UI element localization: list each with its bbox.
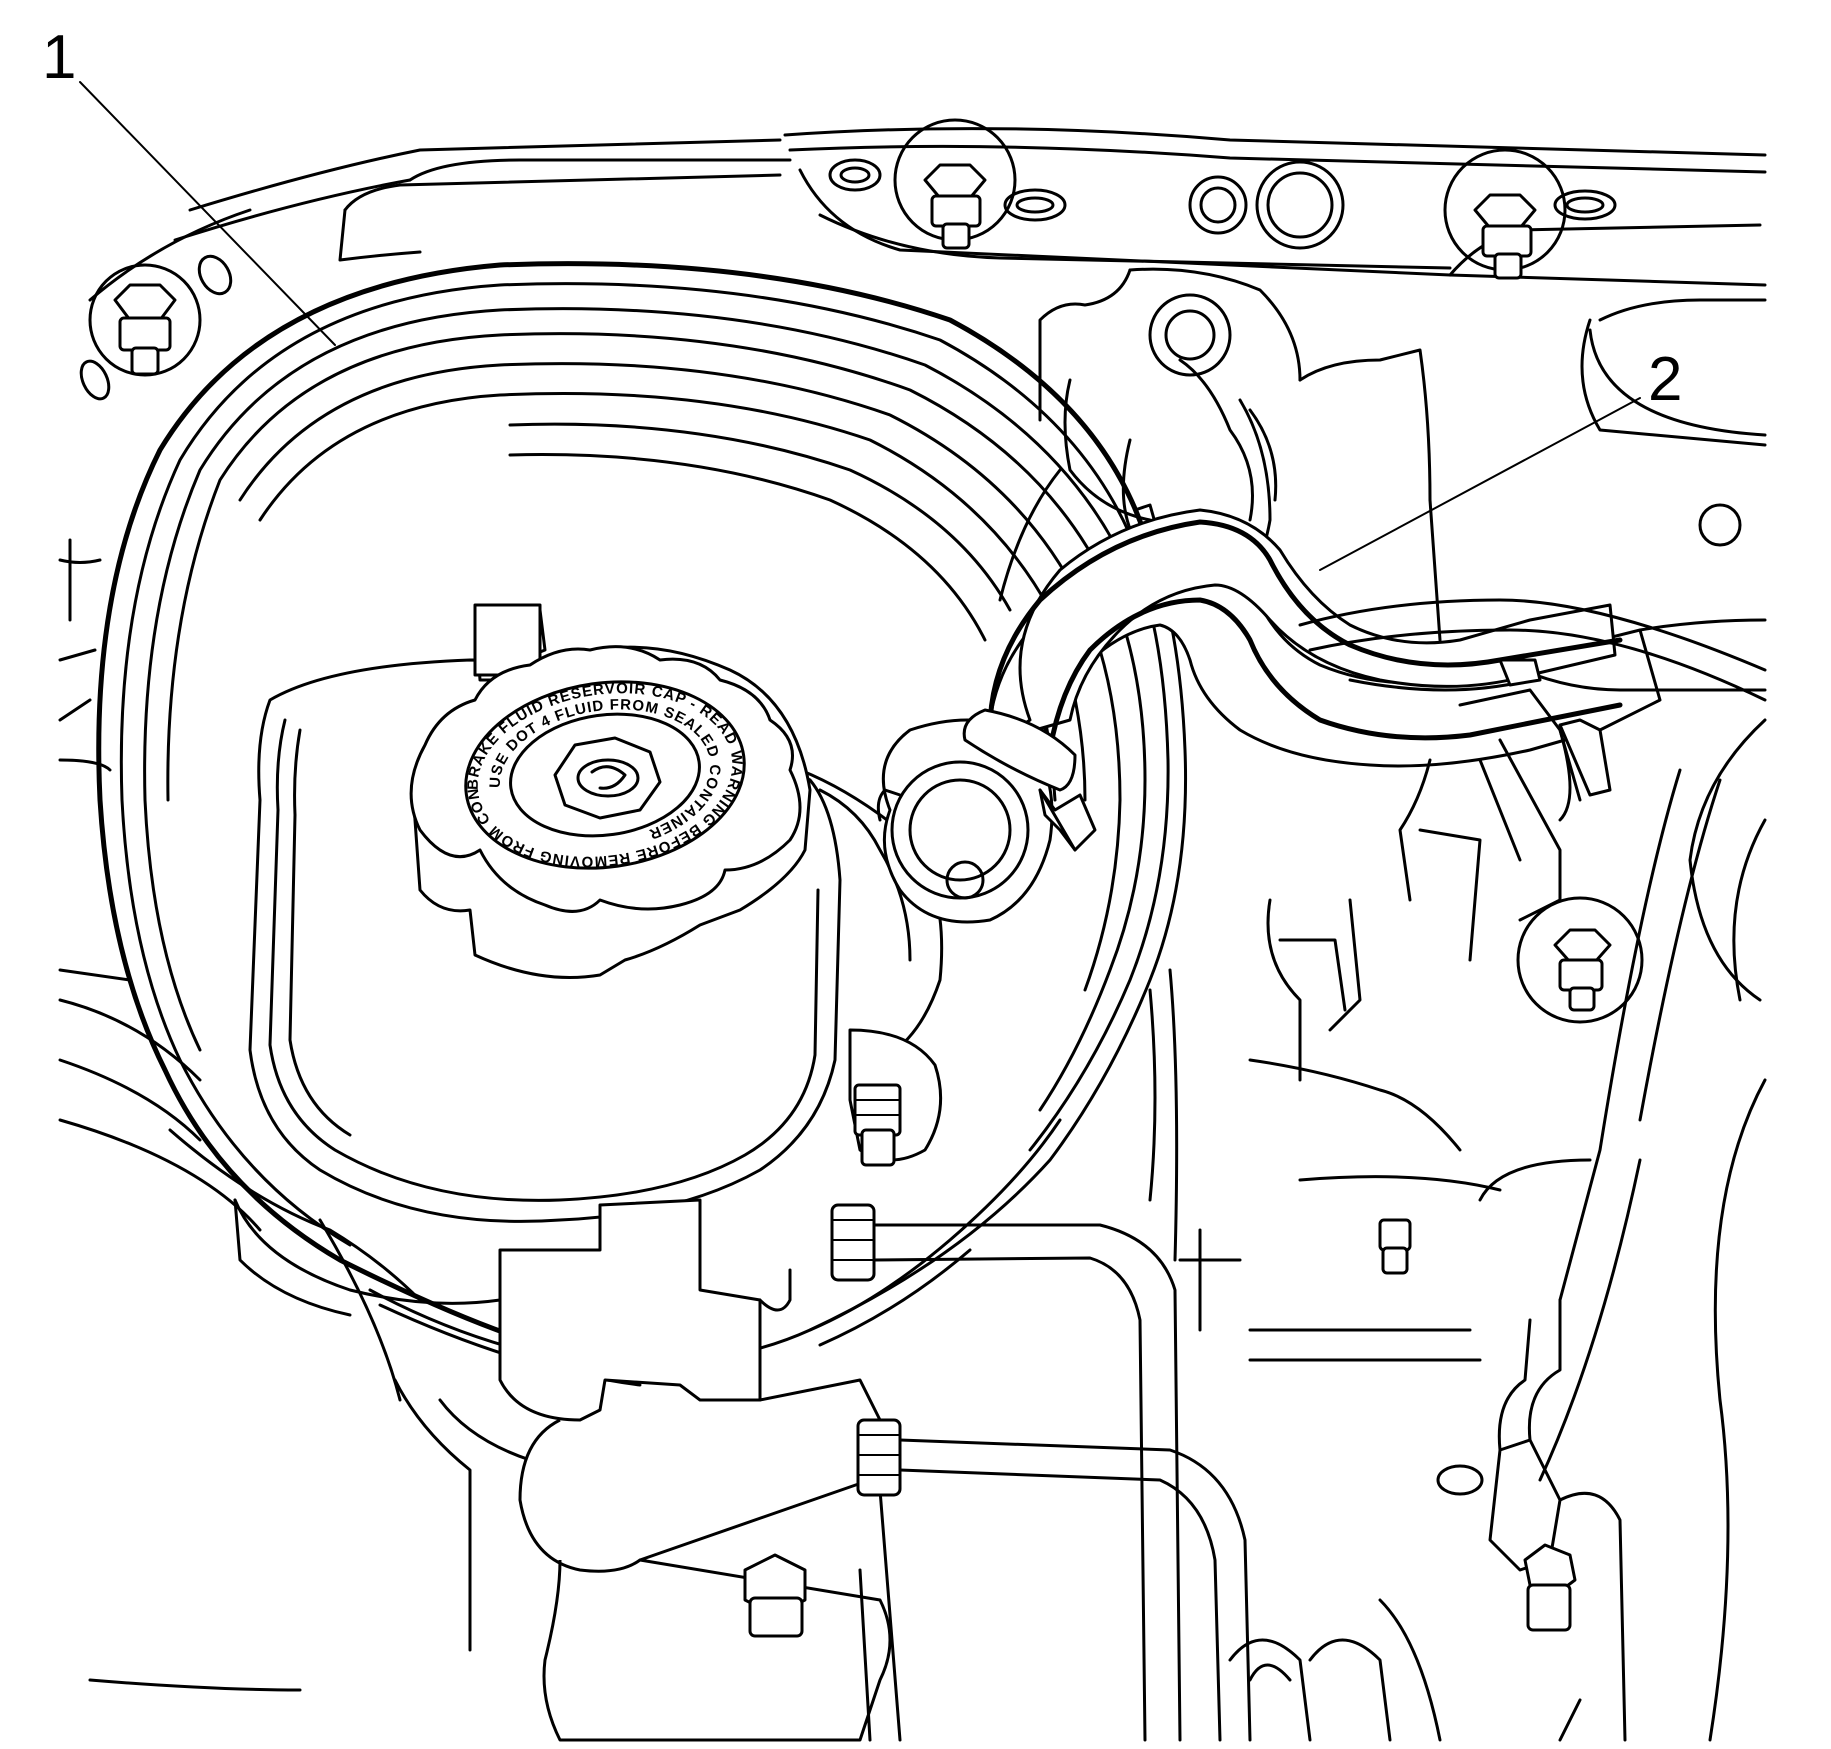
callout-1-label: 1 [42,23,76,92]
bolt-top-right [1443,148,1567,280]
bolt-lower-right [1378,1218,1412,1275]
brake-line-fitting-upper [830,1203,876,1282]
callout-2-leader [1319,397,1641,571]
callout-1-leader [79,81,336,346]
brake-booster [96,261,1188,1387]
callout-2-label: 2 [1648,345,1682,414]
vacuum-brake-booster-hose [962,508,1767,1082]
bolt-top-left [88,263,202,377]
master-cylinder [498,1028,1392,1742]
bracket-lower-right [1436,1298,1627,1742]
bolt-top-center [893,118,1017,250]
callouts: 1 2 [42,23,1682,571]
right-side-hardware [1178,718,1767,1742]
brake-line-fitting-lower [856,1418,902,1497]
mounting-bolts [88,118,1567,377]
hose-retaining-clip [1458,658,1612,822]
firewall-panel [58,127,1767,1692]
master-cylinder-nut [853,1083,902,1167]
bolt-right-bracket [1516,896,1644,1024]
hose-clamp-booster-end [962,708,1097,852]
check-valve-grommet [876,718,1054,924]
